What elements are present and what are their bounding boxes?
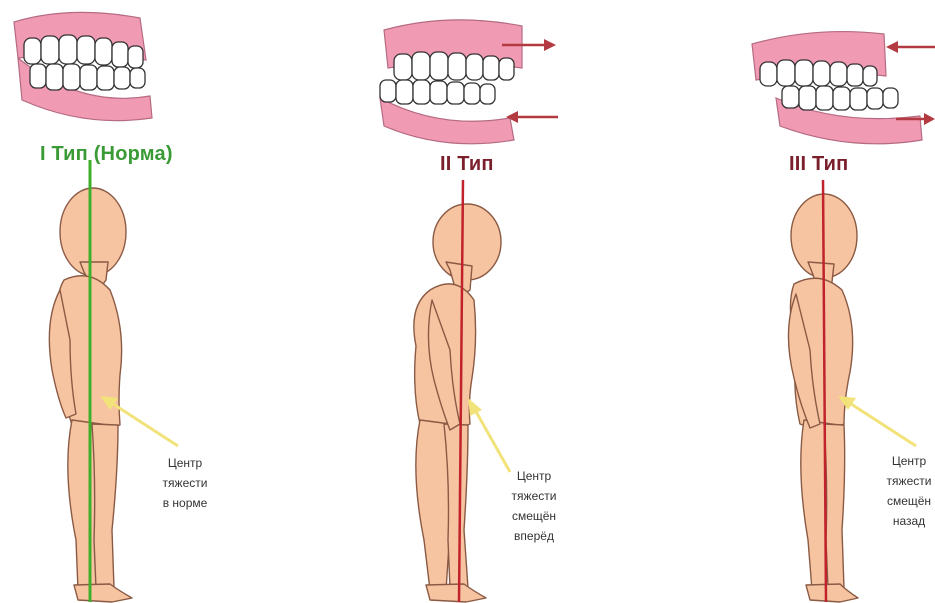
panel-1-title: I Тип (Норма): [40, 143, 173, 166]
pointer-arrow-3: [838, 396, 916, 446]
note-line: тяжести: [140, 473, 230, 493]
note-line: в норме: [140, 493, 230, 513]
note-line: тяжести: [498, 486, 570, 506]
note-line: смещён: [874, 491, 935, 511]
body-figure-forward: [414, 204, 501, 602]
jaw-direction-arrows-3: [886, 41, 935, 125]
note-line: Центр: [874, 451, 935, 471]
note-line: Центр: [140, 453, 230, 473]
panel-2-title: II Тип: [440, 153, 494, 176]
panel-2-illustration: [350, 0, 610, 603]
panel-type-2: II Тип Центр тяжести смещён вперёд: [350, 0, 610, 603]
panel-2-note: Центр тяжести смещён вперёд: [498, 466, 570, 546]
panel-3-note: Центр тяжести смещён назад: [874, 451, 935, 531]
note-line: Центр: [498, 466, 570, 486]
note-line: тяжести: [874, 471, 935, 491]
panel-type-3: III Тип Центр тяжести смещён назад: [720, 0, 935, 603]
panel-type-1: I Тип (Норма) Центр тяжести в норме: [0, 0, 310, 603]
note-line: смещён: [498, 506, 570, 526]
note-line: вперёд: [498, 526, 570, 546]
panel-3-title: III Тип: [789, 153, 848, 176]
panel-1-note: Центр тяжести в норме: [140, 453, 230, 513]
teeth-normal-bite: [14, 12, 152, 120]
note-line: назад: [874, 511, 935, 531]
pointer-arrow-2: [468, 398, 510, 472]
teeth-class-2-bite: [380, 20, 522, 144]
